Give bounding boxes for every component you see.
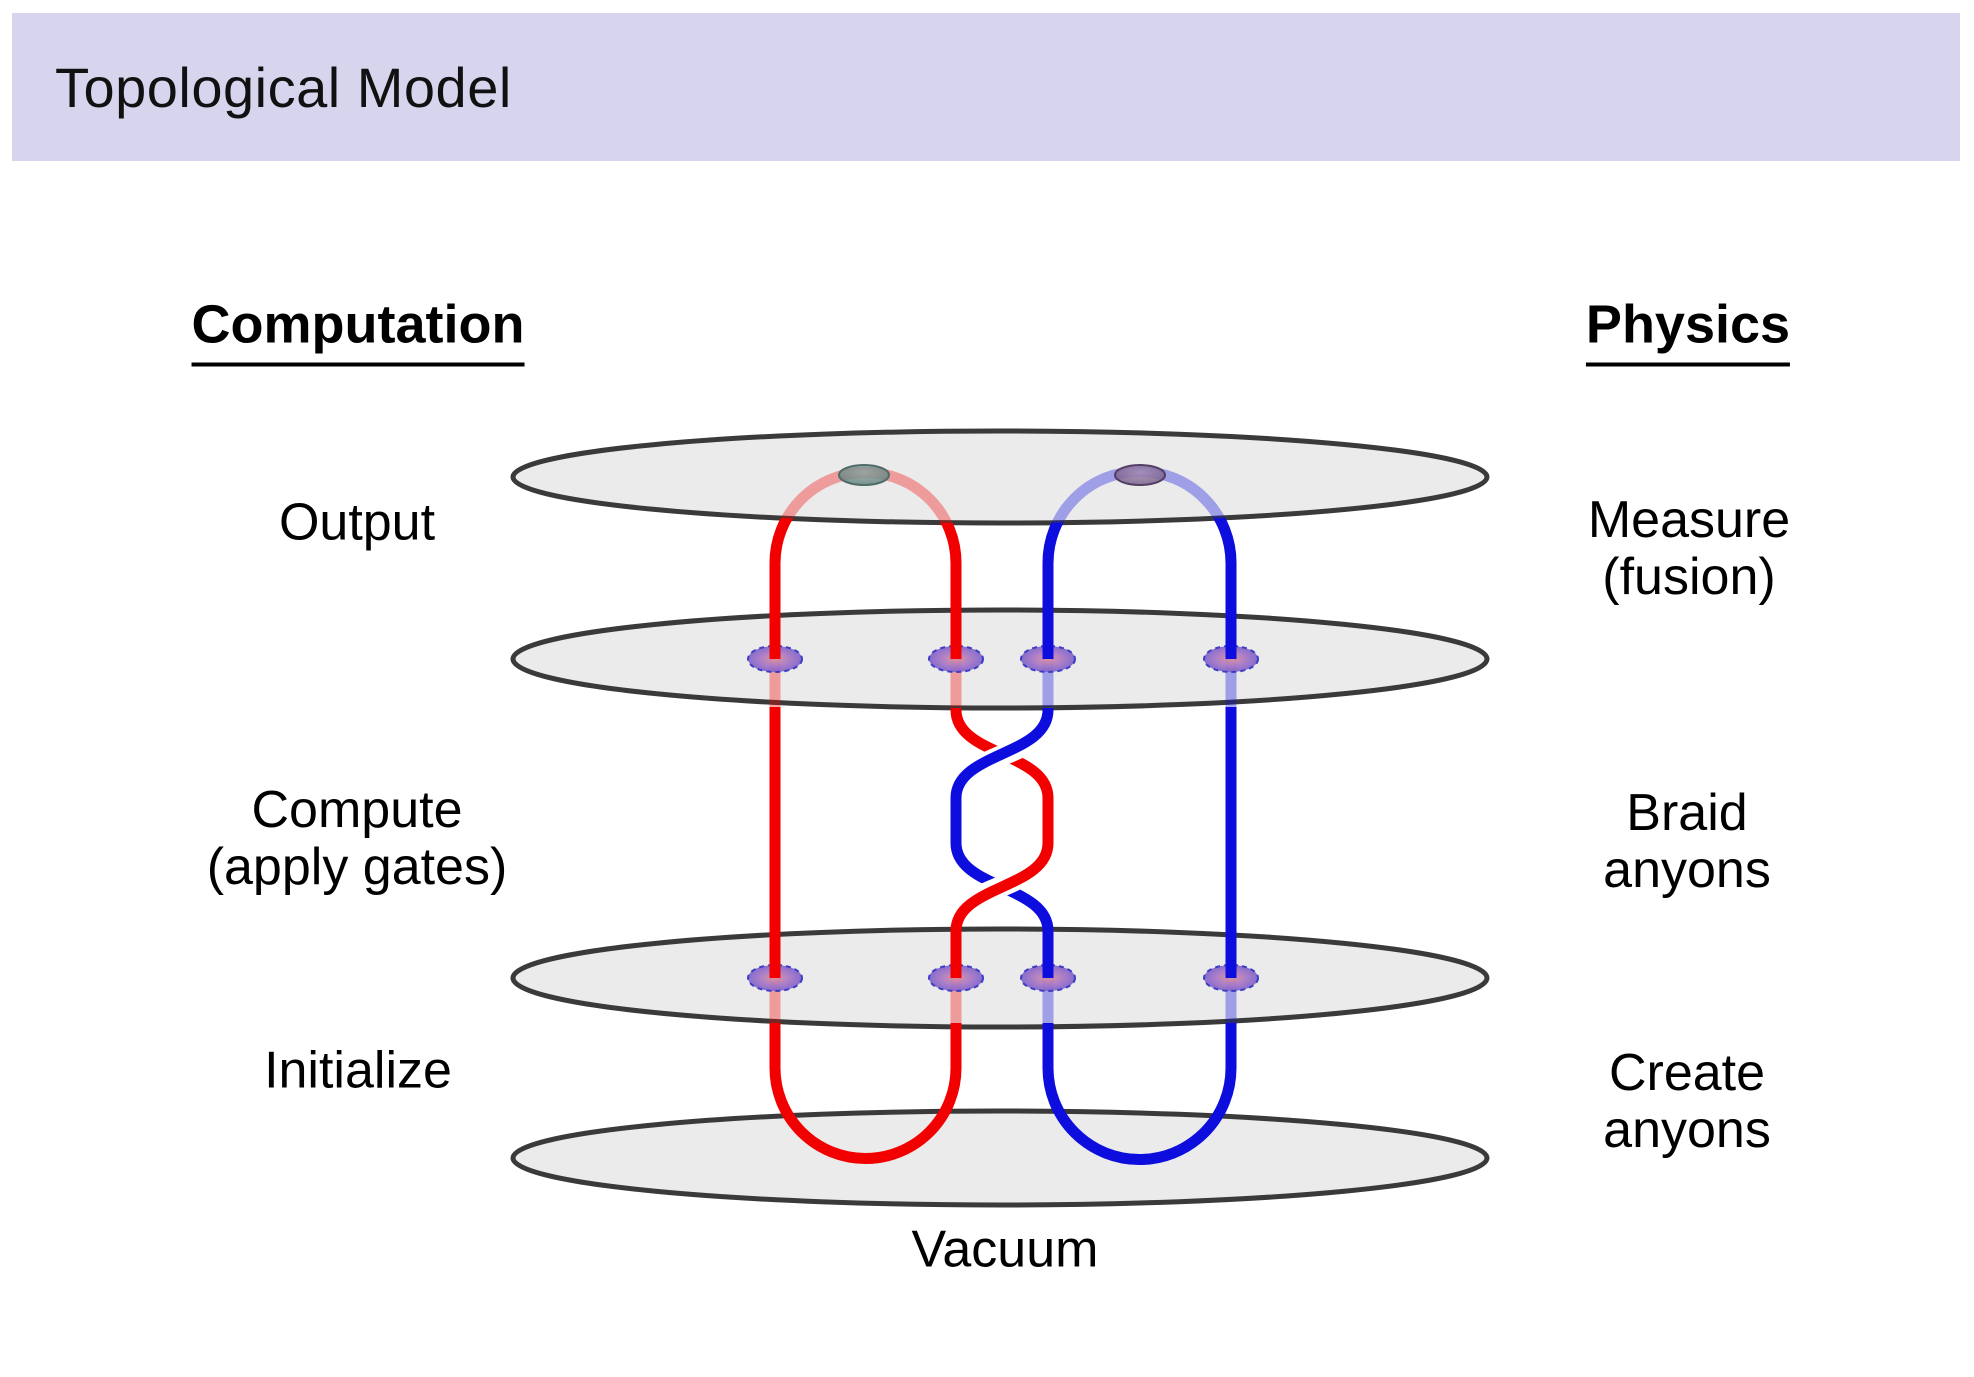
measurement-plane — [510, 607, 1490, 711]
label-output: Output — [278, 493, 436, 552]
heading-computation: Computation — [191, 294, 525, 367]
output-plane — [510, 428, 1490, 526]
heading-physics: Physics — [1585, 294, 1791, 367]
label-create-line2: anyons — [1603, 1101, 1771, 1159]
blue-braid-upper — [950, 708, 1054, 822]
fusion-result-dot-mauve — [1114, 464, 1166, 486]
label-measure: Measure (fusion) — [1587, 490, 1791, 606]
label-measure-line2: (fusion) — [1602, 548, 1776, 606]
label-compute-line2: (apply gates) — [206, 838, 508, 896]
label-compute: Compute (apply gates) — [206, 780, 508, 896]
worldlines-solid — [769, 477, 1237, 978]
label-measure-line1: Measure — [1587, 490, 1791, 549]
red-braid-lower — [950, 820, 1054, 978]
label-braid-line2: anyons — [1603, 841, 1771, 899]
initialization-plane — [510, 926, 1490, 1030]
vacuum-plane — [510, 1108, 1490, 1208]
blue-creation-u — [1042, 1023, 1237, 1165]
label-compute-line1: Compute — [251, 780, 463, 839]
slide-title-bar: Topological Model — [12, 13, 1960, 161]
red-fusion-arch — [769, 477, 962, 659]
label-create-line1: Create — [1608, 1043, 1766, 1102]
label-braid-line1: Braid — [1626, 783, 1748, 842]
label-create: Create anyons — [1603, 1043, 1771, 1159]
fusion-result-dot-teal — [838, 464, 890, 486]
label-initialize: Initialize — [264, 1041, 452, 1100]
red-creation-u — [769, 1023, 962, 1164]
blue-fusion-arch — [1042, 477, 1237, 659]
slide-title: Topological Model — [55, 55, 512, 119]
label-braid: Braid anyons — [1603, 783, 1771, 899]
label-vacuum: Vacuum — [911, 1220, 1099, 1279]
